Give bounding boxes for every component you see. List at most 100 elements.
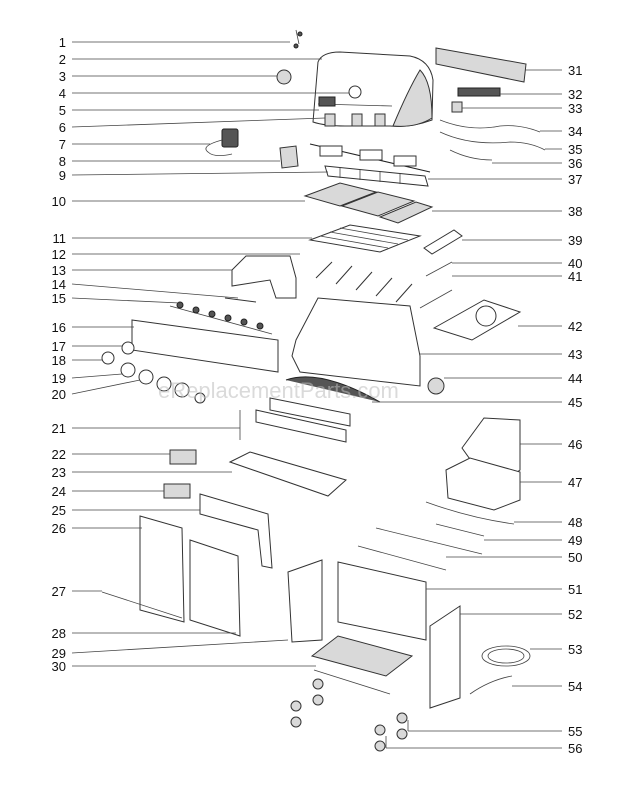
part-casters [290, 678, 408, 752]
part-back-panel [337, 561, 427, 641]
part-rotisserie-motor [205, 128, 239, 156]
callout-right-35: 35 [568, 142, 582, 157]
part-heat-shield-2 [255, 409, 347, 443]
callout-left-15: 15 [52, 291, 66, 306]
callout-left-1: 1 [59, 35, 66, 50]
part-cooking-grates [303, 182, 434, 224]
callout-right-32: 32 [568, 87, 582, 102]
callout-left-16: 16 [52, 320, 66, 335]
part-side-shelf-trim [435, 47, 527, 83]
part-wire-2 [439, 131, 546, 151]
callout-left-27: 27 [52, 584, 66, 599]
callout-left-7: 7 [59, 137, 66, 152]
callout-right-45: 45 [568, 395, 582, 410]
part-warming-rack [324, 165, 429, 187]
callout-left-30: 30 [52, 659, 66, 674]
callout-right-38: 38 [568, 204, 582, 219]
callout-right-55: 55 [568, 724, 582, 739]
callout-left-8: 8 [59, 154, 66, 169]
part-control-panel [131, 319, 279, 373]
part-knobs [101, 341, 206, 404]
part-cart-side-right [429, 605, 461, 709]
callout-numbers-right: 3132333435363738394041424344454647484950… [568, 63, 582, 756]
part-regulator [427, 377, 445, 395]
part-side-box [445, 457, 521, 511]
part-hose-2 [425, 501, 515, 525]
part-door-left [139, 515, 185, 623]
part-motor-bracket [279, 145, 299, 169]
part-flame-tamers [308, 224, 422, 253]
part-grease-cup [169, 449, 197, 465]
callout-left-19: 19 [52, 371, 66, 386]
callout-right-42: 42 [568, 319, 582, 334]
callout-left-14: 14 [52, 277, 66, 292]
callout-right-36: 36 [568, 156, 582, 171]
callout-left-4: 4 [59, 86, 66, 101]
callout-left-20: 20 [52, 387, 66, 402]
callout-left-3: 3 [59, 69, 66, 84]
grill-parts [101, 29, 546, 752]
callout-left-9: 9 [59, 168, 66, 183]
part-frame-rail [375, 527, 483, 555]
leader-lines [71, 41, 562, 749]
callout-left-6: 6 [59, 120, 66, 135]
part-rail [435, 523, 485, 537]
callout-right-39: 39 [568, 233, 582, 248]
part-hinge-bracket [324, 113, 336, 127]
callout-left-11: 11 [53, 231, 67, 246]
callout-numbers-left: 1234567891011121314151617181920212223242… [52, 35, 66, 674]
callout-right-46: 46 [568, 437, 582, 452]
callout-left-2: 2 [59, 52, 66, 67]
callout-right-50: 50 [568, 550, 582, 565]
callout-left-21: 21 [52, 421, 66, 436]
part-badge [348, 85, 362, 99]
callout-right-31: 31 [568, 63, 582, 78]
callout-right-43: 43 [568, 347, 582, 362]
callout-left-26: 26 [52, 521, 66, 536]
part-screws [293, 29, 303, 49]
part-rod-2 [425, 261, 453, 277]
callout-left-5: 5 [59, 103, 66, 118]
part-rod [224, 297, 257, 303]
callout-right-37: 37 [568, 172, 582, 187]
part-firebox [291, 297, 421, 387]
callout-right-53: 53 [568, 642, 582, 657]
part-lp-hose [481, 645, 531, 667]
callout-left-25: 25 [52, 503, 66, 518]
callout-left-29: 29 [52, 646, 66, 661]
part-hinge-bracket-2 [351, 113, 363, 127]
callout-right-54: 54 [568, 679, 582, 694]
part-regulator-hose [469, 675, 513, 695]
callout-right-51: 51 [568, 582, 582, 597]
part-igniter [451, 101, 463, 113]
part-bottom-shelf [310, 635, 414, 677]
callout-left-18: 18 [52, 353, 66, 368]
callout-left-12: 12 [52, 247, 66, 262]
callout-right-33: 33 [568, 101, 582, 116]
callout-left-13: 13 [52, 263, 66, 278]
part-side-burner [423, 229, 463, 255]
callout-left-17: 17 [52, 339, 66, 354]
watermark: eReplacementParts.com [158, 378, 399, 403]
callout-right-34: 34 [568, 124, 582, 139]
part-rotisserie-spit [309, 143, 431, 173]
part-frame-rail-2 [357, 545, 447, 571]
callout-right-44: 44 [568, 371, 582, 386]
part-wire [439, 119, 541, 133]
part-wire-3 [449, 149, 493, 161]
part-cart-side [287, 559, 323, 643]
part-grease-tray [228, 451, 348, 497]
callout-right-49: 49 [568, 533, 582, 548]
callout-left-10: 10 [52, 194, 66, 209]
part-door-right [189, 539, 241, 637]
callout-left-23: 23 [52, 465, 66, 480]
part-gas-hose [285, 376, 381, 403]
part-front-panel [199, 493, 273, 569]
callout-right-48: 48 [568, 515, 582, 530]
part-grease-cup-2 [163, 483, 191, 499]
part-valves [169, 301, 273, 335]
part-side-burner-lid [231, 255, 297, 299]
callout-right-41: 41 [568, 269, 582, 284]
part-hinge-bracket-3 [374, 113, 386, 127]
